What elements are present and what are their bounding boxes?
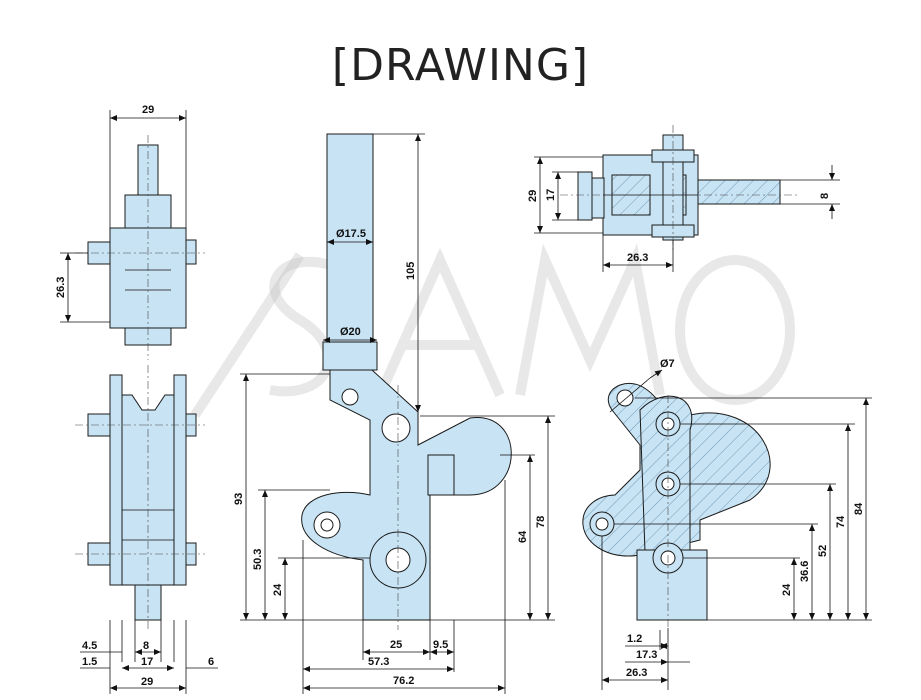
section-view: Ø7 84 74 52 36.6 24 1.2 17.3 [582, 358, 872, 690]
dim-105: 105 [405, 262, 417, 280]
dim-6: 6 [208, 656, 214, 668]
dim-r29: 29 [527, 190, 539, 202]
watermark-logo [190, 243, 795, 418]
dim-s26-3: 26.3 [626, 667, 647, 679]
front-left-view: 4.5 8 1.5 17 6 29 [75, 365, 218, 694]
dim-dia-17-5: Ø17.5 [336, 228, 366, 240]
dim-78: 78 [535, 516, 547, 528]
dim-1-2: 1.2 [627, 633, 642, 645]
dim-84: 84 [853, 502, 865, 515]
dim-dia-20: Ø20 [340, 326, 361, 338]
dim-17: 17 [141, 656, 153, 668]
side-view: 105 Ø17.5 Ø20 93 50.3 24 78 64 [233, 133, 555, 694]
dim-64: 64 [517, 530, 529, 543]
dim-50-3: 50.3 [252, 549, 264, 570]
dim-29: 29 [141, 676, 153, 688]
dim-93: 93 [233, 493, 245, 505]
dim-9-5: 9.5 [433, 639, 448, 651]
dim-dia-7: Ø7 [660, 358, 675, 370]
dim-top-height: 26.3 [55, 277, 67, 298]
dim-74: 74 [835, 515, 847, 528]
dim-36-6: 36.6 [799, 561, 811, 582]
dim-76-2: 76.2 [393, 675, 414, 687]
top-left-view: 29 26.3 [55, 104, 205, 360]
dim-r26-3: 26.3 [627, 252, 648, 264]
dim-s24: 24 [781, 583, 793, 596]
dim-57-3: 57.3 [368, 656, 389, 668]
dim-52: 52 [817, 545, 829, 557]
dim-24: 24 [272, 583, 284, 596]
dim-8: 8 [143, 640, 149, 652]
dim-25: 25 [390, 639, 402, 651]
top-right-view: 29 17 8 26.3 [527, 125, 840, 272]
dim-r8: 8 [819, 193, 831, 199]
dim-1-5: 1.5 [82, 656, 97, 668]
dim-top-width: 29 [142, 104, 154, 116]
dim-17-3: 17.3 [636, 649, 657, 661]
drawing-title: [DRAWING] [331, 40, 590, 91]
dim-4-5: 4.5 [82, 640, 97, 652]
dim-r17: 17 [545, 189, 557, 201]
